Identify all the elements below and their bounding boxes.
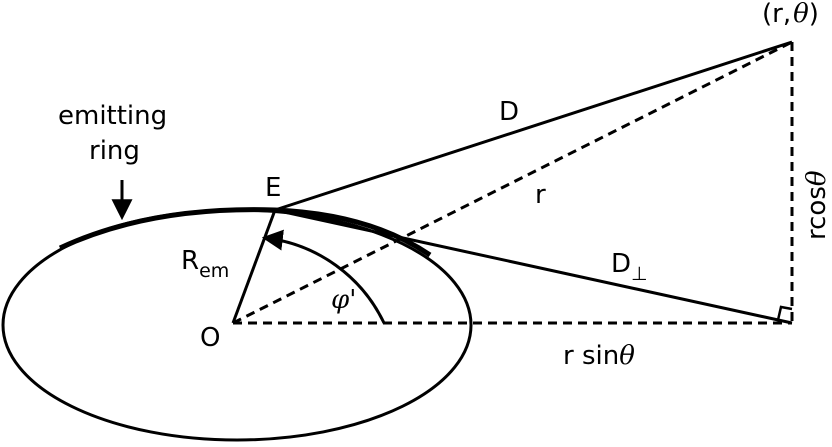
D-perp-label: D⊥ [611,249,648,285]
rcos-theta: θ [802,170,832,186]
D-label: D [499,97,519,127]
target-open: (r, [762,0,791,29]
r-line [232,40,793,325]
r-cos-theta-label: rcosθ [802,170,832,240]
R-em-label: Rem [181,246,229,282]
rcos-prefix: rcos [802,186,832,240]
D-perp-subscript: ⊥ [631,263,648,285]
point-O-label: O [200,323,220,353]
target-point-label: (r,θ) [762,0,819,29]
rsin-theta: θ [619,341,635,371]
R-em-main: R [181,246,199,276]
target-close: ) [809,0,819,29]
phi-prime-label: φ' [331,285,356,315]
R-em-subscript: em [199,260,229,282]
emitting-ring-label-line1: emitting [58,101,167,131]
r-sin-theta-label: r sinθ [563,341,635,371]
emitting-ring-label-line2: ring [89,136,140,166]
R-em-line [231,209,277,324]
right-angle-marker [776,305,793,321]
point-E-label: E [265,173,281,203]
D-line [274,40,793,212]
D-perp-main: D [611,249,631,279]
r-label: r [535,180,546,210]
target-theta: θ [793,0,809,29]
rsin-prefix: r sin [563,341,619,371]
phi-prime-arc [261,229,386,324]
D-perp-line [274,208,793,325]
